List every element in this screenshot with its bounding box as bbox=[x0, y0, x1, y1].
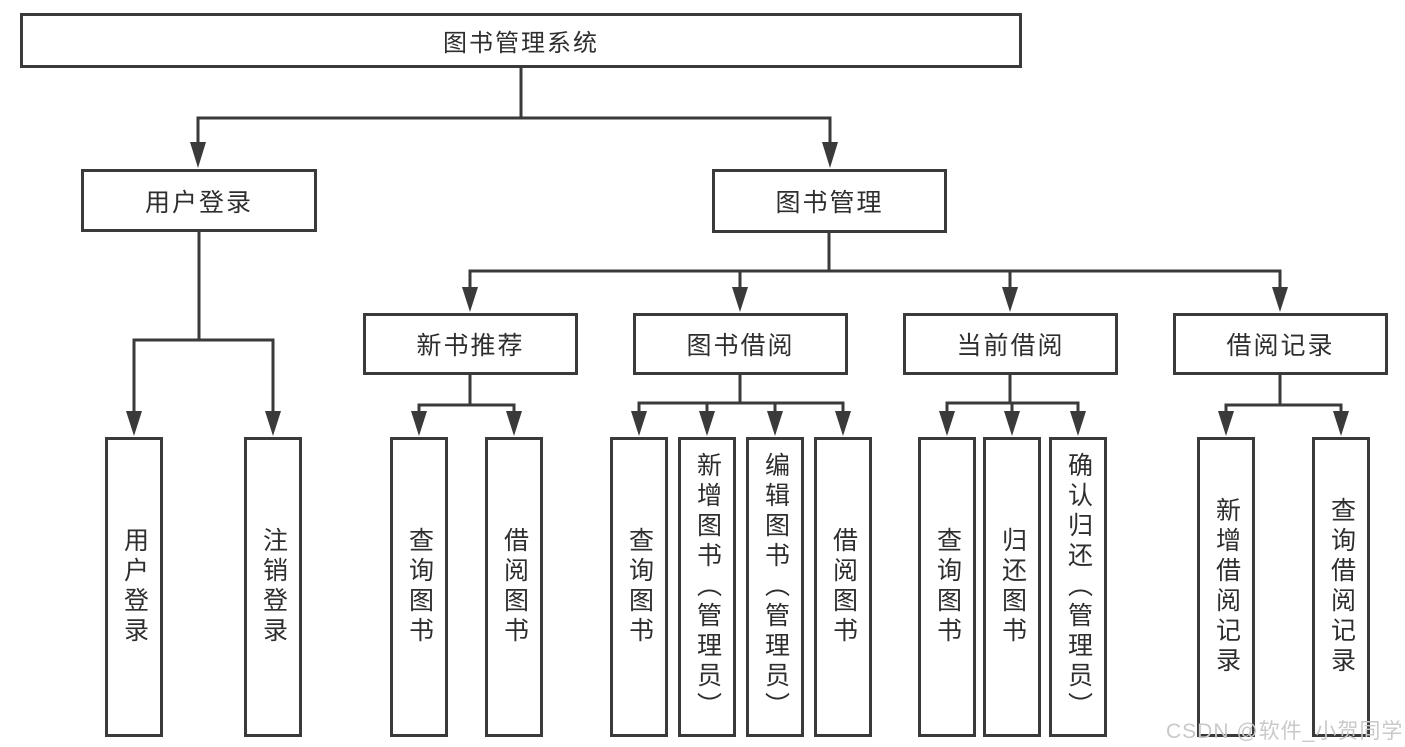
leaf-logout-login: 注销登录 bbox=[244, 437, 302, 737]
leaf-borrow-borrow-book: 借阅图书 bbox=[814, 437, 872, 737]
leaf-current-query-book: 查询图书 bbox=[918, 437, 976, 737]
arrowheads bbox=[126, 142, 1349, 436]
leaf-record-query-record: 查询借阅记录 bbox=[1312, 437, 1370, 737]
leaf-current-confirm-return-admin: 确认归还（管理员） bbox=[1049, 437, 1107, 737]
leaf-user-login: 用户登录 bbox=[105, 437, 163, 737]
leaf-newrec-query-book: 查询图书 bbox=[390, 437, 448, 737]
node-borrow-records: 借阅记录 bbox=[1173, 313, 1388, 375]
leaf-borrow-add-book-admin: 新增图书（管理员） bbox=[678, 437, 736, 737]
node-current-borrow: 当前借阅 bbox=[903, 313, 1118, 375]
leaf-borrow-query-book: 查询图书 bbox=[610, 437, 668, 737]
leaf-record-add-record: 新增借阅记录 bbox=[1197, 437, 1255, 737]
node-book-management: 图书管理 bbox=[712, 169, 947, 233]
leaf-newrec-borrow-book: 借阅图书 bbox=[485, 437, 543, 737]
node-user-login: 用户登录 bbox=[81, 169, 317, 232]
csdn-watermark: CSDN @软件_小贺同学 bbox=[1166, 720, 1404, 743]
node-root: 图书管理系统 bbox=[20, 13, 1022, 68]
node-book-borrow: 图书借阅 bbox=[633, 313, 848, 375]
node-new-book-recommend: 新书推荐 bbox=[363, 313, 578, 375]
leaf-borrow-edit-book-admin: 编辑图书（管理员） bbox=[746, 437, 804, 737]
leaf-current-return-book: 归还图书 bbox=[983, 437, 1041, 737]
